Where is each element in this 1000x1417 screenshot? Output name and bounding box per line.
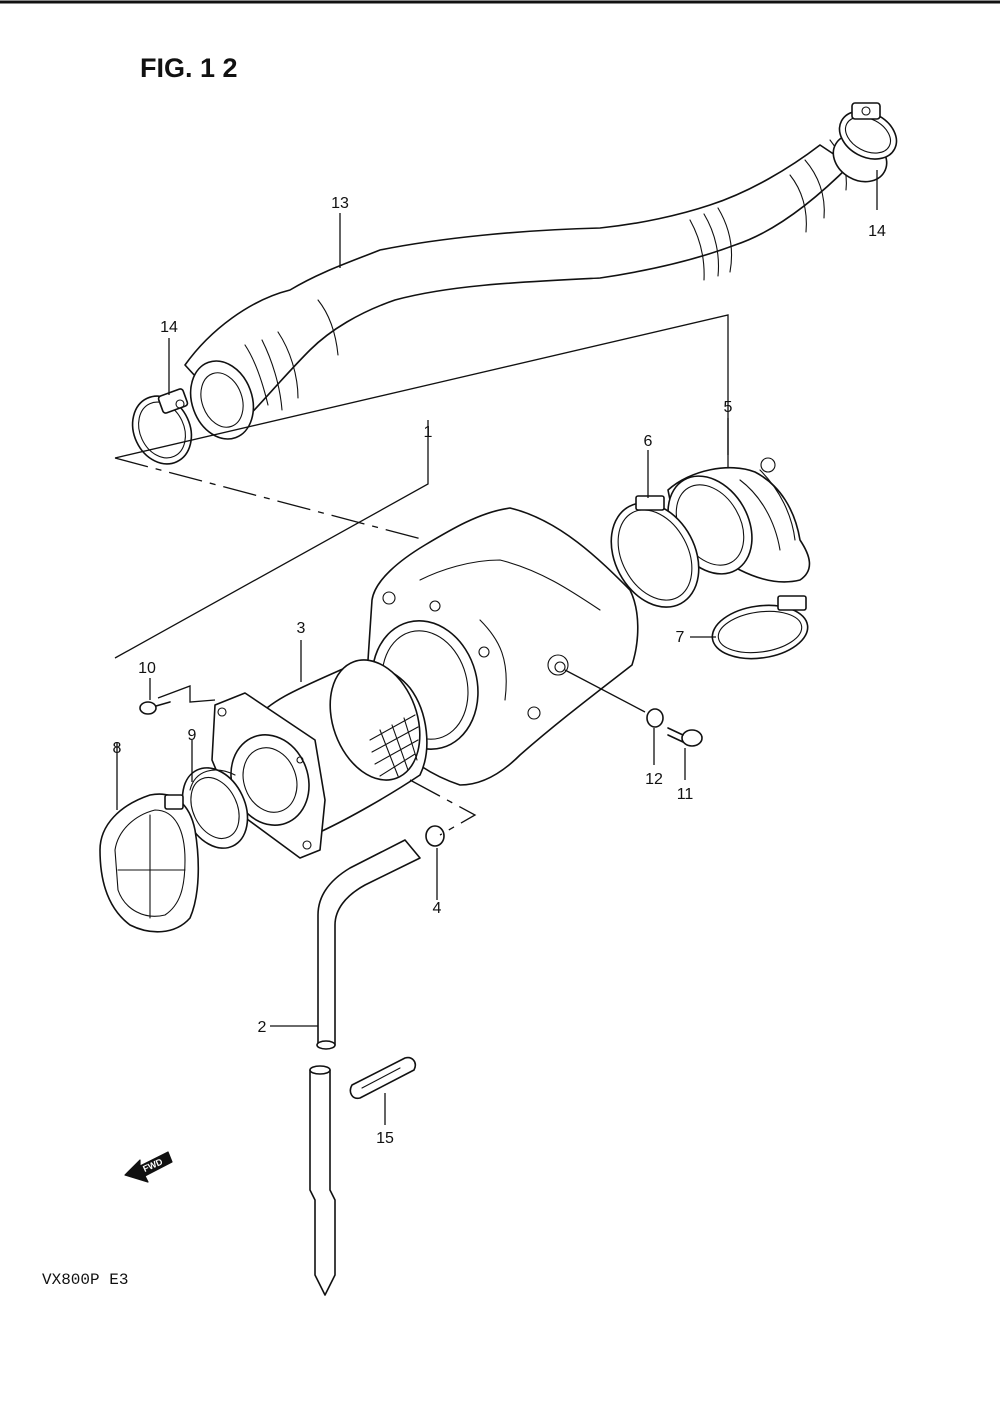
intake-hose-13 <box>184 133 888 440</box>
filter-element-3 <box>211 659 428 859</box>
fwd-arrow-icon: FWD <box>124 1151 173 1183</box>
callout-10: 10 <box>138 660 156 677</box>
collar-12 <box>646 708 664 728</box>
callout-15: 15 <box>376 1130 394 1147</box>
callout-12: 12 <box>645 771 663 788</box>
callout-11: 11 <box>677 786 694 803</box>
hose-clamp-14-left <box>131 388 193 465</box>
figure-title: FIG. 1 2 <box>140 53 238 83</box>
callout-2: 2 <box>258 1019 267 1036</box>
callout-5: 5 <box>724 399 733 416</box>
bolt-11 <box>667 727 703 747</box>
callout-6: 6 <box>644 433 653 450</box>
callout-13: 13 <box>331 195 349 212</box>
callout-14-right: 14 <box>868 223 886 240</box>
clamp-7 <box>711 595 809 660</box>
screw-10 <box>139 701 171 715</box>
callout-3: 3 <box>297 620 306 637</box>
callout-labels: 1 2 3 4 5 6 7 8 9 10 11 12 13 14 14 15 <box>113 195 886 1147</box>
callout-7: 7 <box>676 629 685 646</box>
callout-1: 1 <box>424 424 433 441</box>
drain-tube-2 <box>309 839 421 1296</box>
callout-8: 8 <box>113 740 122 757</box>
hose-clamp-14-right <box>838 102 898 160</box>
callout-4: 4 <box>433 900 442 917</box>
callout-9: 9 <box>188 727 197 744</box>
clamp-6 <box>610 495 700 608</box>
intake-cover-8 <box>99 793 200 933</box>
clip-4 <box>425 825 445 847</box>
callout-14-left: 14 <box>160 319 178 336</box>
callout-leaders <box>116 170 878 1125</box>
bracket-15 <box>349 1056 417 1100</box>
model-code: VX800P E3 <box>42 1271 128 1289</box>
assembly-reference-lines <box>114 314 729 836</box>
